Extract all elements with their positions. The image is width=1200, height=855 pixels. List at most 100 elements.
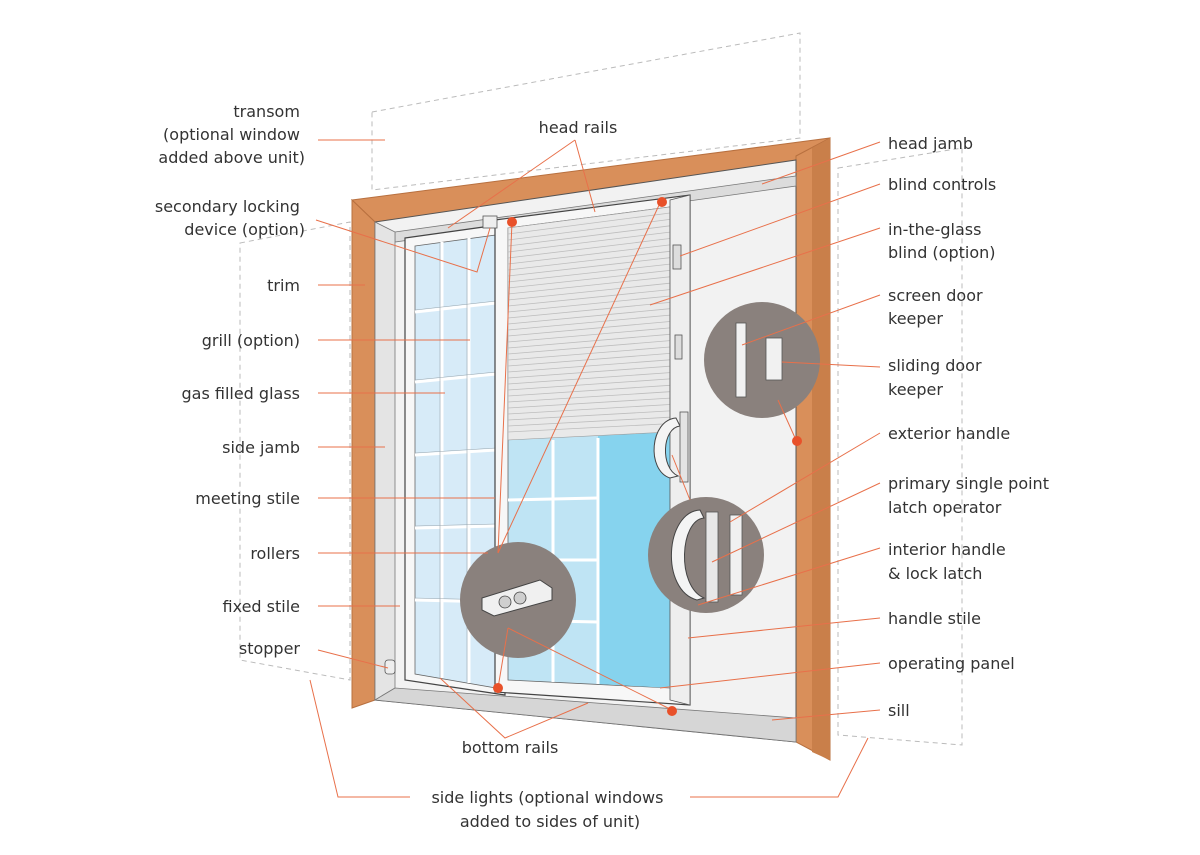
screen-keeper-part [735,322,747,398]
operating-panel-glass-bright [598,432,670,688]
grill-h3 [414,448,497,457]
blind-slat [507,404,671,415]
blind-slat [507,327,671,343]
blind-slat [507,359,671,373]
label-rollers: rollers [250,544,300,563]
blind-slats [507,212,671,433]
blind-slat [507,397,671,409]
label-screen-door-keeper-2: keeper [888,309,943,328]
label-interior-handle: interior handle & lock latch [888,540,1011,583]
exterior-handle-shape [653,417,681,479]
blind-slat [507,314,671,331]
blind-slat [507,263,671,283]
grill-h1-edge [414,300,497,311]
leader-interior-handle [697,547,881,606]
blind-slat [507,270,671,289]
handle-plate [679,411,689,483]
leader-in-glass-blind [649,227,881,306]
inset-handle-shape [670,509,706,601]
label-bottom-rails: bottom rails [462,738,559,757]
label-in-the-glass-blind: in-the-glass blind (option) [888,220,996,262]
grill-h4-edge [414,523,497,527]
grill-h3-edge [414,447,497,454]
blind-slat [507,321,671,337]
label-interior-handle-2: & lock latch [888,564,982,583]
leader-keeper-inset [777,399,797,441]
blind-slat [507,391,671,403]
dot-roller-top-left [507,217,517,227]
leader-secondary-locking [315,219,491,273]
leader-exterior-handle [729,432,881,523]
blind-slat [507,231,671,253]
blind-slat [507,353,671,367]
leader-bottom-rails [439,677,589,739]
leader-side-lights [309,679,410,798]
label-transom-2: (optional window [163,125,300,144]
label-in-the-glass-blind-1: in-the-glass [888,220,981,239]
blind-slat [507,378,671,391]
leader-roller-inset-1 [497,202,661,554]
label-secondary-locking-2: device (option) [184,220,305,239]
labels-left: transom (optional window added above uni… [155,102,305,658]
blind-slat [507,340,671,355]
blind-slat [507,289,671,307]
labels-center: head rails bottom rails side lights (opt… [431,118,668,831]
leader-primary-latch [711,482,881,563]
leader-head-rails-a [447,139,576,229]
label-transom-3: added above unit) [158,148,305,167]
label-side-lights: side lights (optional windows added to s… [431,788,668,831]
labels-right: head jamb blind controls in-the-glass bl… [888,134,1049,720]
label-sliding-door-keeper: sliding door keeper [888,356,987,399]
label-in-the-glass-blind-2: blind (option) [888,243,996,262]
right-side-light-outline [837,147,963,746]
side-jamb-left [374,221,396,701]
label-side-lights-1: side lights (optional windows [431,788,663,807]
grill-h2 [414,372,497,384]
operating-panel [494,194,691,706]
blind-slat [507,333,671,349]
leader-roller-inset-2 [497,221,513,554]
blind-slat [507,423,671,433]
leader-lines [309,139,881,798]
label-trim: trim [267,276,300,295]
label-stopper: stopper [239,639,301,658]
label-operating-panel: operating panel [888,654,1015,673]
sliding-keeper-part [765,337,783,381]
trim-right-face [812,138,830,760]
label-sill: sill [888,701,910,720]
blind-slat [507,308,671,325]
leader-side-lights-right [690,737,869,798]
leader-blind-controls [679,183,881,257]
leader-stopper [317,649,389,669]
label-blind-controls: blind controls [888,175,996,194]
callout-dots [493,197,802,716]
label-head-rails: head rails [539,118,618,137]
blind-slat [507,225,671,247]
blind-slat [507,346,671,361]
inset-latch-plate [705,511,719,603]
label-grill: grill (option) [202,331,300,350]
stopper-shape [384,659,396,675]
inset-roller-wheel-2 [513,591,527,605]
inset-keeper-plate [729,514,743,596]
blind-slat [507,244,671,265]
blind-slat [507,384,671,397]
label-fixed-stile: fixed stile [223,597,300,616]
leader-screen-keeper [741,294,881,346]
label-gas-filled-glass: gas filled glass [181,384,300,403]
inset-roller-wheel-1 [498,595,512,609]
blind-slat [507,410,671,421]
blind-control-top [672,244,682,270]
op-grill-h1 [507,496,599,502]
label-screen-door-keeper-1: screen door [888,286,983,305]
blind-slat [507,276,671,295]
label-primary-latch-2: latch operator [888,498,1002,517]
grill-h1 [414,301,497,314]
trim-left [351,198,376,709]
label-transom: transom (optional window added above uni… [158,102,305,167]
grill-outline [414,238,497,683]
label-secondary-locking-1: secondary locking [155,197,300,216]
blind-slat [507,302,671,319]
dot-roller-top-right [657,197,667,207]
